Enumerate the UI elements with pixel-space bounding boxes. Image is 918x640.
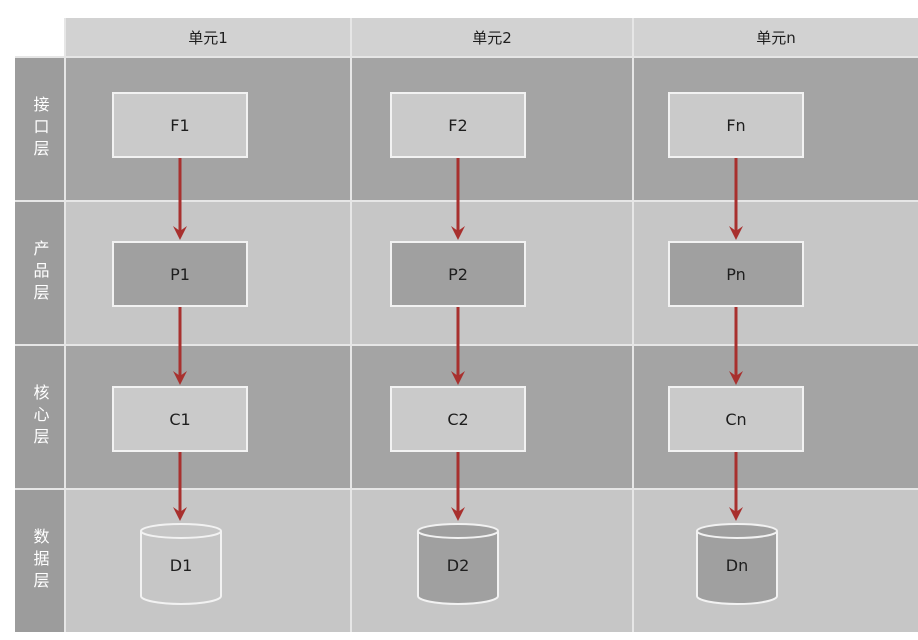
row-separator	[15, 344, 918, 346]
row-separator	[15, 200, 918, 202]
arrowhead-icon	[173, 226, 187, 240]
core-node-unit-2: C2	[390, 386, 526, 452]
product-node-unit-2: P2	[390, 241, 526, 307]
database-unit-n: Dn	[695, 522, 779, 608]
database-cylinder-icon	[417, 523, 499, 605]
arrowhead-icon	[729, 371, 743, 385]
row-label-interface-layer: 接口层	[15, 58, 64, 200]
column-header-unit-n: 单元n	[634, 18, 918, 56]
database-label: D2	[446, 556, 470, 575]
row-label-data-layer: 数据层	[15, 490, 64, 632]
column-separator	[64, 18, 66, 632]
row-separator	[15, 56, 918, 58]
database-cylinder-icon	[140, 523, 222, 605]
database-cylinder-icon	[696, 523, 778, 605]
arrowhead-icon	[173, 371, 187, 385]
database-unit-2: D2	[416, 522, 500, 608]
interface-node-unit-2: F2	[390, 92, 526, 158]
core-node-unit-n: Cn	[668, 386, 804, 452]
interface-node-unit-n: Fn	[668, 92, 804, 158]
arrowhead-icon	[451, 226, 465, 240]
row-separator	[15, 488, 918, 490]
interface-node-unit-1: F1	[112, 92, 248, 158]
database-label: D1	[169, 556, 193, 575]
database-unit-1: D1	[139, 522, 223, 608]
arrowhead-icon	[173, 507, 187, 521]
column-header-unit-2: 单元2	[352, 18, 632, 56]
row-label-core-layer: 核心层	[15, 346, 64, 488]
database-label: Dn	[725, 556, 749, 575]
product-node-unit-n: Pn	[668, 241, 804, 307]
product-node-unit-1: P1	[112, 241, 248, 307]
column-separator	[350, 18, 352, 632]
arrow-group	[173, 158, 743, 521]
column-header-unit-1: 单元1	[66, 18, 350, 56]
arrowhead-icon	[729, 507, 743, 521]
arrowhead-icon	[451, 371, 465, 385]
column-separator	[632, 18, 634, 632]
arrowhead-icon	[451, 507, 465, 521]
core-node-unit-1: C1	[112, 386, 248, 452]
row-label-product-layer: 产品层	[15, 202, 64, 344]
arrowhead-icon	[729, 226, 743, 240]
